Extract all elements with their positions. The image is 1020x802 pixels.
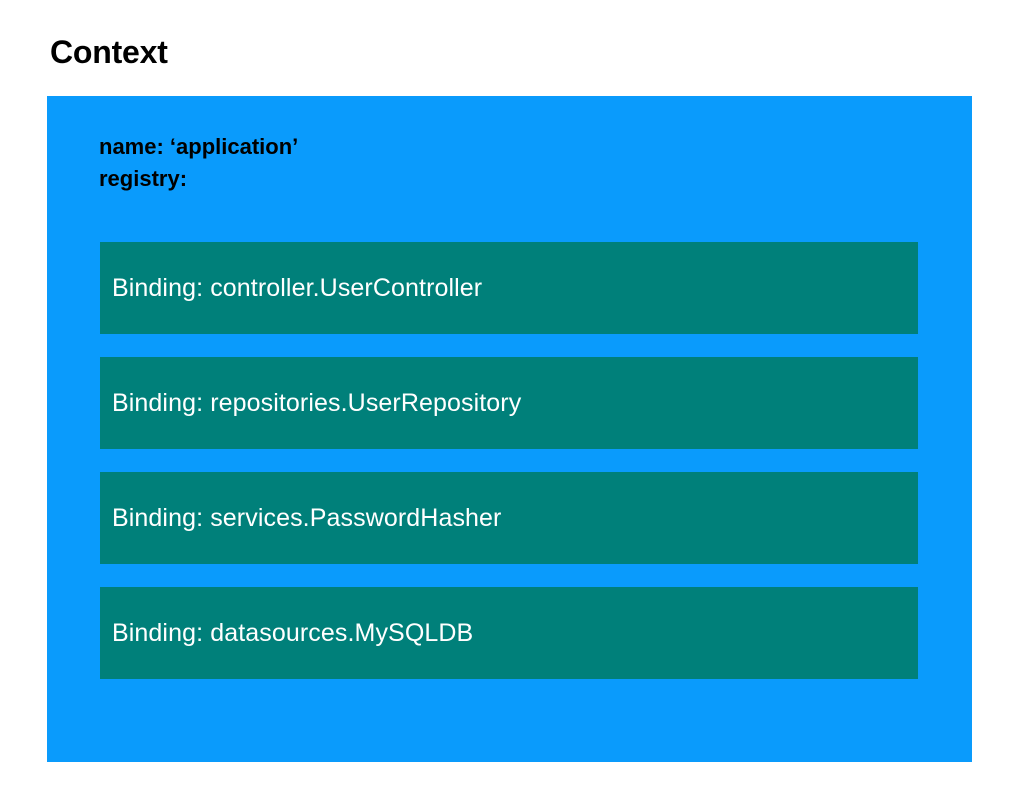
binding-label: Binding: controller.UserController [112,274,483,302]
context-registry-line: registry: [99,166,188,191]
binding-label: Binding: services.PasswordHasher [112,504,502,532]
page-title: Context [50,34,168,70]
binding-row: Binding: repositories.UserRepository [100,357,918,449]
binding-row: Binding: controller.UserController [100,242,918,334]
context-container: name: ‘application’ registry: Binding: c… [47,96,972,762]
context-name-line: name: ‘application’ [99,134,299,159]
binding-label: Binding: datasources.MySQLDB [112,619,474,647]
binding-row: Binding: services.PasswordHasher [100,472,918,564]
binding-row: Binding: datasources.MySQLDB [100,587,918,679]
context-header: name: ‘application’ registry: [99,131,699,195]
registry-binding-list: Binding: controller.UserController Bindi… [100,242,918,679]
binding-label: Binding: repositories.UserRepository [112,389,522,417]
